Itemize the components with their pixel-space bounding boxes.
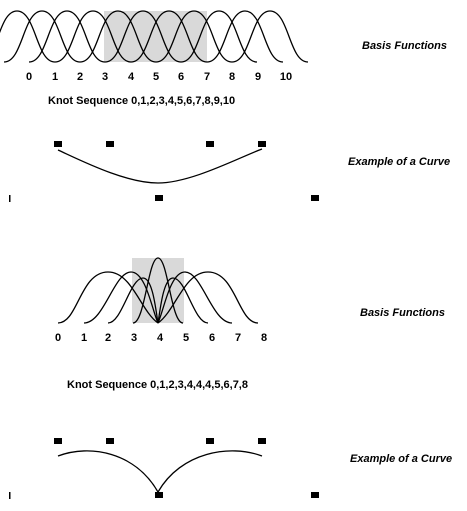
tick-label: 5 xyxy=(153,71,159,83)
basis-curve xyxy=(132,257,184,324)
basis-functions xyxy=(0,10,309,63)
curve-example-label: Example of a Curve xyxy=(348,156,450,168)
tick-label: 8 xyxy=(261,332,267,344)
tick-label: 3 xyxy=(102,71,108,83)
spline-curve xyxy=(57,148,263,184)
basis-curve xyxy=(83,271,159,324)
knot-sequence-caption: Knot Sequence 0,1,2,3,4,4,4,5,6,7,8 xyxy=(67,379,248,391)
basis-functions xyxy=(57,257,259,324)
basis-curve xyxy=(79,10,157,63)
tick-label: 4 xyxy=(128,71,135,83)
edge-marker xyxy=(9,195,11,202)
tick-label: 0 xyxy=(55,332,61,344)
tick-label: 6 xyxy=(178,71,184,83)
panel-multiple-knot: 0 1 2 3 4 5 6 7 8 Basis Functions Knot S… xyxy=(9,257,452,499)
knot-tick-labels: 0 1 2 3 4 5 6 7 8 9 10 xyxy=(26,71,292,83)
basis-curve xyxy=(231,10,309,63)
control-point xyxy=(155,195,163,201)
tick-label: 7 xyxy=(204,71,210,83)
tick-label: 6 xyxy=(209,332,215,344)
tick-label: 2 xyxy=(77,71,83,83)
basis-curve xyxy=(104,10,182,63)
control-point xyxy=(258,141,266,147)
panel-uniform: 0 1 2 3 4 5 6 7 8 9 10 Basis Functions K… xyxy=(0,10,450,202)
control-point xyxy=(206,141,214,147)
basis-curve xyxy=(157,271,233,324)
control-point xyxy=(54,141,62,147)
knot-sequence-caption: Knot Sequence 0,1,2,3,4,5,6,7,8,9,10 xyxy=(48,95,235,107)
basis-curve xyxy=(28,10,106,63)
spline-curve xyxy=(57,450,263,494)
basis-curve xyxy=(3,10,81,63)
control-point xyxy=(106,438,114,444)
basis-curve xyxy=(157,271,259,324)
basis-functions-label: Basis Functions xyxy=(362,40,447,52)
tick-label: 5 xyxy=(183,332,189,344)
control-point xyxy=(106,141,114,147)
tick-label: 7 xyxy=(235,332,241,344)
knot-tick-labels: 0 1 2 3 4 5 6 7 8 xyxy=(55,332,267,344)
tick-label: 4 xyxy=(157,332,164,344)
curve-example-label: Example of a Curve xyxy=(350,453,452,465)
tick-label: 10 xyxy=(280,71,292,83)
control-point xyxy=(311,195,319,201)
tick-label: 0 xyxy=(26,71,32,83)
tick-label: 1 xyxy=(81,332,87,344)
control-point xyxy=(54,438,62,444)
control-point xyxy=(155,492,163,498)
edge-marker xyxy=(9,492,11,499)
example-curve xyxy=(9,141,319,202)
basis-curve xyxy=(180,10,258,63)
tick-label: 1 xyxy=(52,71,58,83)
highlight-region xyxy=(104,11,207,62)
basis-curve xyxy=(155,10,233,63)
control-point xyxy=(311,492,319,498)
tick-label: 9 xyxy=(255,71,261,83)
control-point xyxy=(206,438,214,444)
basis-functions-label: Basis Functions xyxy=(360,307,445,319)
basis-curve xyxy=(107,277,159,324)
control-point xyxy=(258,438,266,444)
tick-label: 2 xyxy=(105,332,111,344)
basis-curve xyxy=(157,277,209,324)
basis-curve xyxy=(206,10,284,63)
tick-label: 8 xyxy=(229,71,235,83)
basis-curve xyxy=(0,10,56,63)
basis-curve xyxy=(57,271,159,324)
example-curve xyxy=(9,438,319,499)
tick-label: 3 xyxy=(131,332,137,344)
